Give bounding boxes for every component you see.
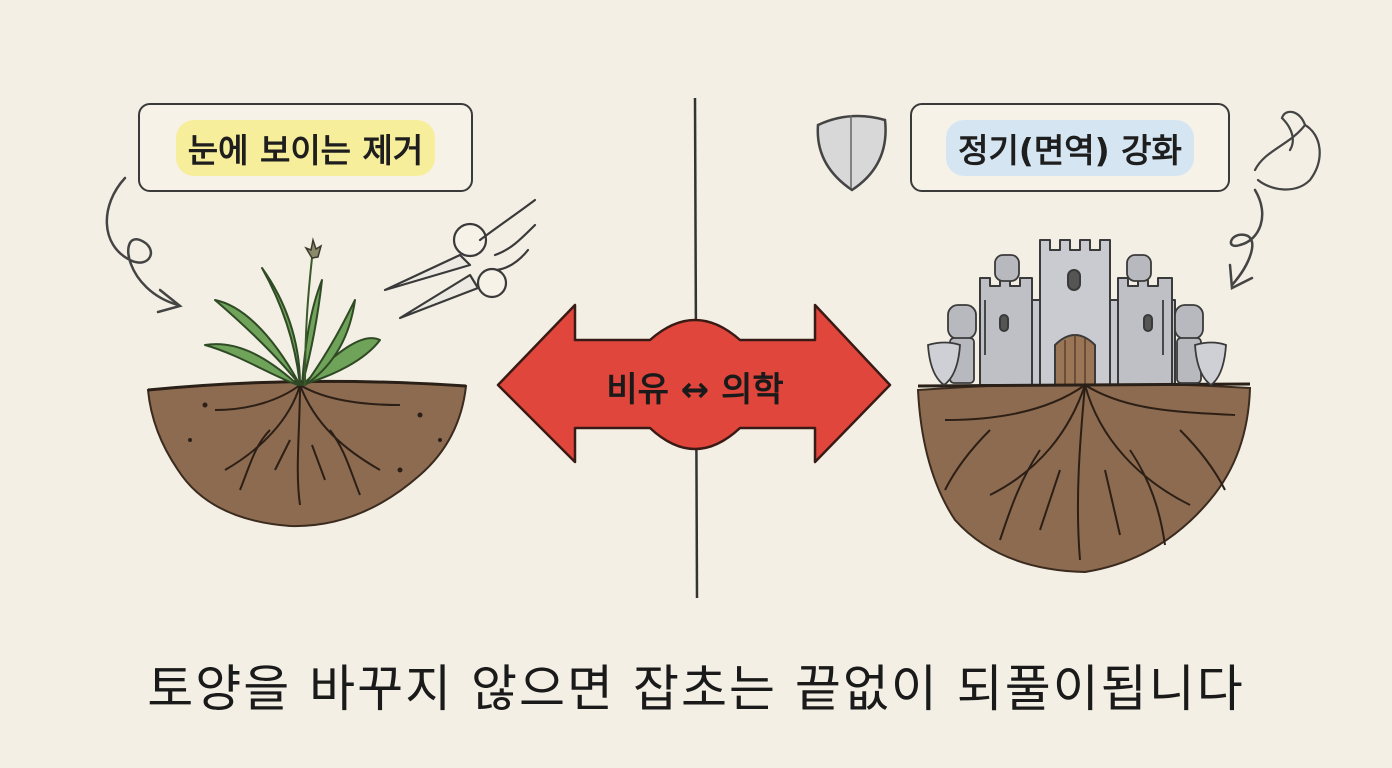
left-label-text: 눈에 보이는 제거 [175, 119, 436, 176]
center-label: 비유 ↔ 의학 [606, 369, 784, 410]
caption: 토양을 바꾸지 않으면 잡초는 끝없이 되풀이됩니다 [147, 660, 1245, 718]
ground-line [917, 382, 1251, 388]
right-label-box: 정기(면역) 강화 [910, 103, 1230, 192]
knight-icon [927, 254, 1227, 387]
castle-icon [979, 239, 1176, 386]
double-arrow-icon [496, 303, 892, 464]
deep-roots-icon [916, 382, 1252, 574]
scissors-hand-icon [383, 198, 537, 320]
right-label-text: 정기(면역) 강화 [946, 119, 1194, 176]
curved-arrow-icon [1228, 188, 1264, 290]
curved-arrow-icon [105, 176, 183, 314]
weed-plant-icon [204, 237, 381, 386]
shield-icon [816, 114, 887, 192]
left-label-box: 눈에 보이는 제거 [138, 103, 473, 192]
flexed-arm-icon [1253, 110, 1321, 191]
soil-roots-icon [146, 379, 468, 528]
